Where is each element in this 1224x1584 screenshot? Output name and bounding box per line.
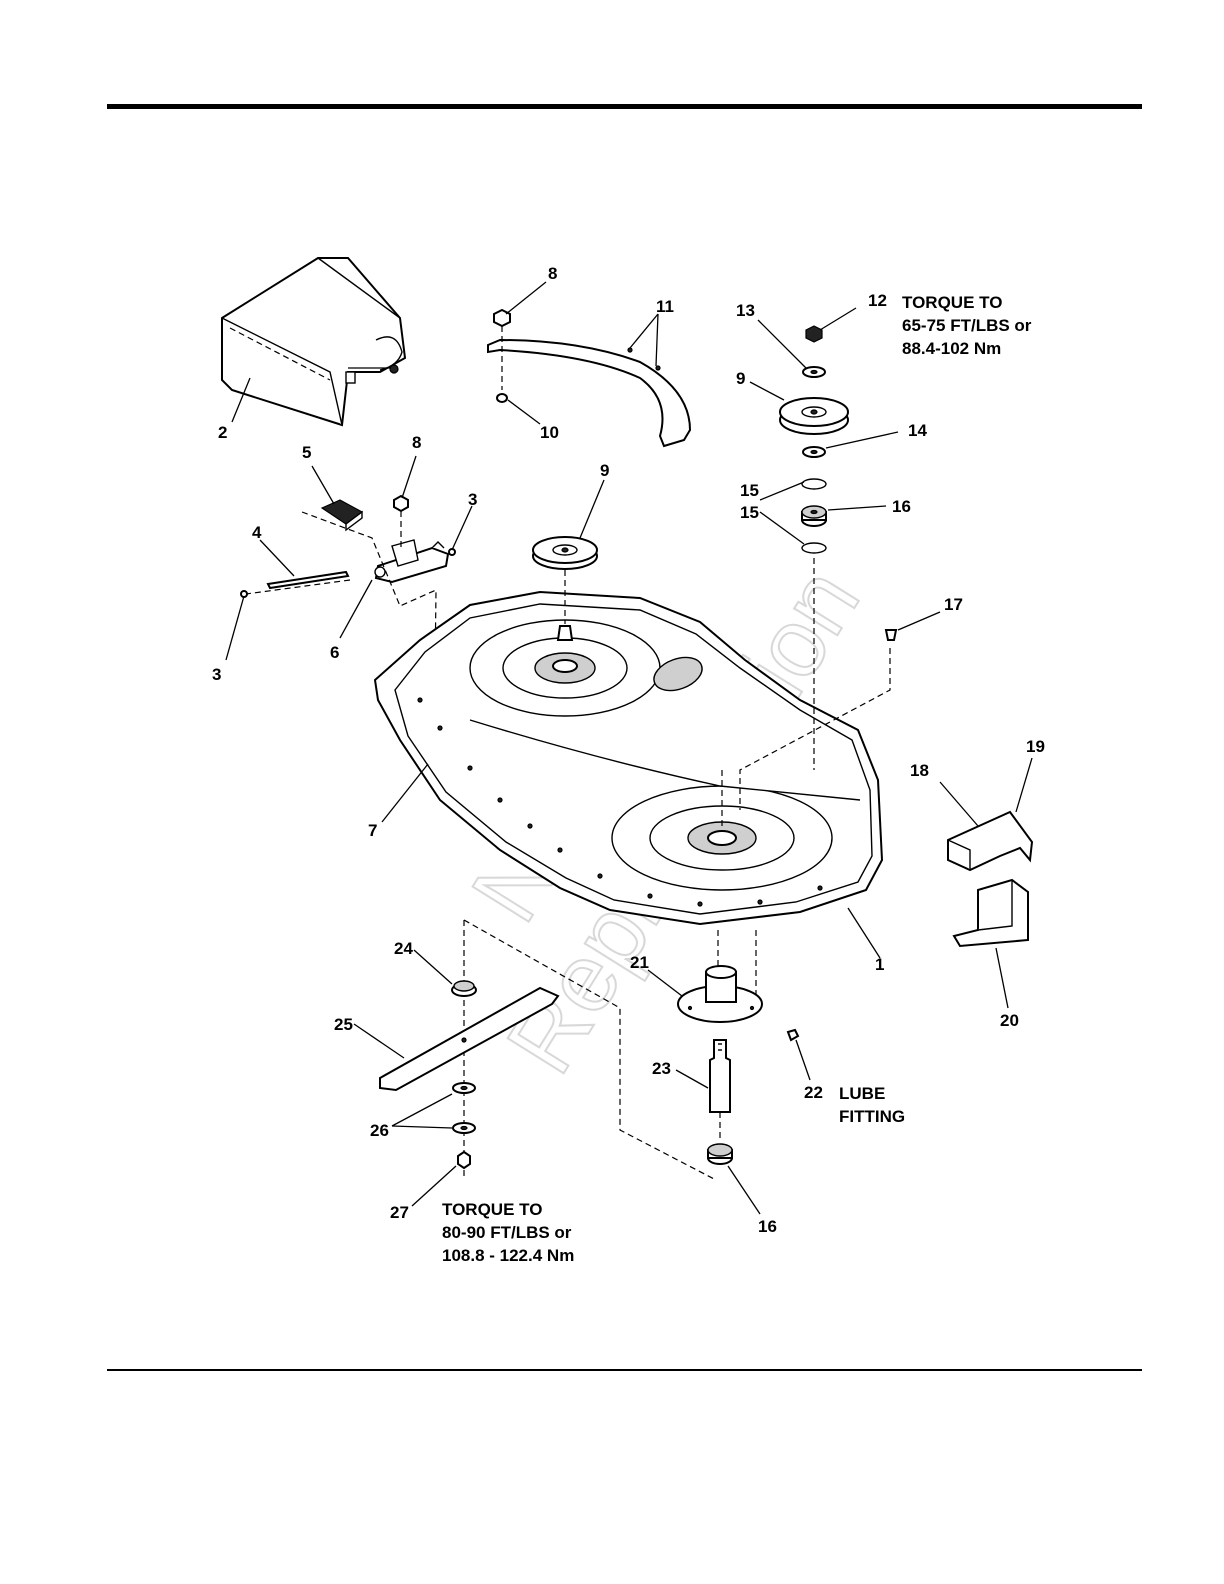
callout-13: 13 [736, 301, 755, 320]
callout-23: 23 [652, 1059, 671, 1078]
bracket-20 [954, 880, 1028, 946]
callout-12: 12 [868, 291, 887, 310]
callout-26: 26 [370, 1121, 389, 1140]
torque-note-blade: TORQUE TO 80-90 FT/LBS or 108.8 - 122.4 … [442, 1200, 574, 1265]
blade-adapter [452, 981, 476, 996]
washer-14 [803, 447, 825, 457]
callout-24: 24 [394, 939, 413, 958]
rubber-bumper [322, 500, 362, 530]
washer-26-upper [453, 1083, 475, 1093]
callout-19: 19 [1026, 737, 1045, 756]
bearing-lower [708, 1144, 732, 1164]
callout-27: 27 [390, 1203, 409, 1222]
callout-18: 18 [910, 761, 929, 780]
torque-note-blade-line-2: 80-90 FT/LBS or [442, 1223, 572, 1242]
bumper-bracket [375, 540, 448, 582]
torque-note-pulley-line-3: 88.4-102 Nm [902, 339, 1001, 358]
callout-1: 1 [875, 955, 884, 974]
belt-guard [488, 340, 690, 446]
callout-17: 17 [944, 595, 963, 614]
lube-fitting-note: LUBE FITTING [839, 1084, 905, 1126]
callout-9-left: 9 [600, 461, 609, 480]
callout-2: 2 [218, 423, 227, 442]
callout-16-lower: 16 [758, 1217, 777, 1236]
callout-5: 5 [302, 443, 311, 462]
callout-8-bracket: 8 [412, 433, 421, 452]
callout-15-upper: 15 [740, 481, 759, 500]
bracket-19 [948, 812, 1032, 870]
callout-3-left: 3 [212, 665, 221, 684]
spindle-nut [806, 326, 822, 342]
callout-10: 10 [540, 423, 559, 442]
callout-20: 20 [1000, 1011, 1019, 1030]
torque-note-blade-line-1: TORQUE TO [442, 1200, 542, 1219]
washer-13 [803, 367, 825, 377]
washer-26-lower [453, 1123, 475, 1133]
callout-22: 22 [804, 1083, 823, 1102]
callout-16-upper: 16 [892, 497, 911, 516]
callout-9-right: 9 [736, 369, 745, 388]
lube-note-line-2: FITTING [839, 1107, 905, 1126]
callout-14: 14 [908, 421, 927, 440]
torque-note-pulley-line-2: 65-75 FT/LBS or [902, 316, 1032, 335]
torque-note-pulley: TORQUE TO 65-75 FT/LBS or 88.4-102 Nm [902, 293, 1032, 358]
hex-nut-bracket [394, 496, 408, 511]
callout-15-lower: 15 [740, 503, 759, 522]
blade-nut [458, 1152, 470, 1168]
torque-note-blade-line-3: 108.8 - 122.4 Nm [442, 1246, 574, 1265]
bolt-17 [886, 630, 896, 640]
left-pulley [533, 537, 597, 569]
snap-ring-lower [802, 543, 826, 553]
torque-note-pulley-line-1: TORQUE TO [902, 293, 1002, 312]
snap-ring-upper [802, 479, 826, 489]
callout-25: 25 [334, 1015, 353, 1034]
spindle-housing [678, 966, 762, 1022]
lube-fitting [788, 1030, 798, 1040]
callout-21: 21 [630, 953, 649, 972]
callout-11: 11 [656, 297, 674, 316]
lube-note-line-1: LUBE [839, 1084, 885, 1103]
callout-8-top: 8 [548, 264, 557, 283]
bearing-upper [802, 506, 826, 526]
callout-3-right: 3 [468, 490, 477, 509]
callout-7: 7 [368, 821, 377, 840]
bolt-10 [497, 394, 507, 402]
deflector-chute [222, 258, 405, 425]
spindle-shaft [710, 1040, 730, 1112]
right-pulley [780, 398, 848, 434]
callout-6: 6 [330, 643, 339, 662]
callout-4: 4 [252, 523, 262, 542]
